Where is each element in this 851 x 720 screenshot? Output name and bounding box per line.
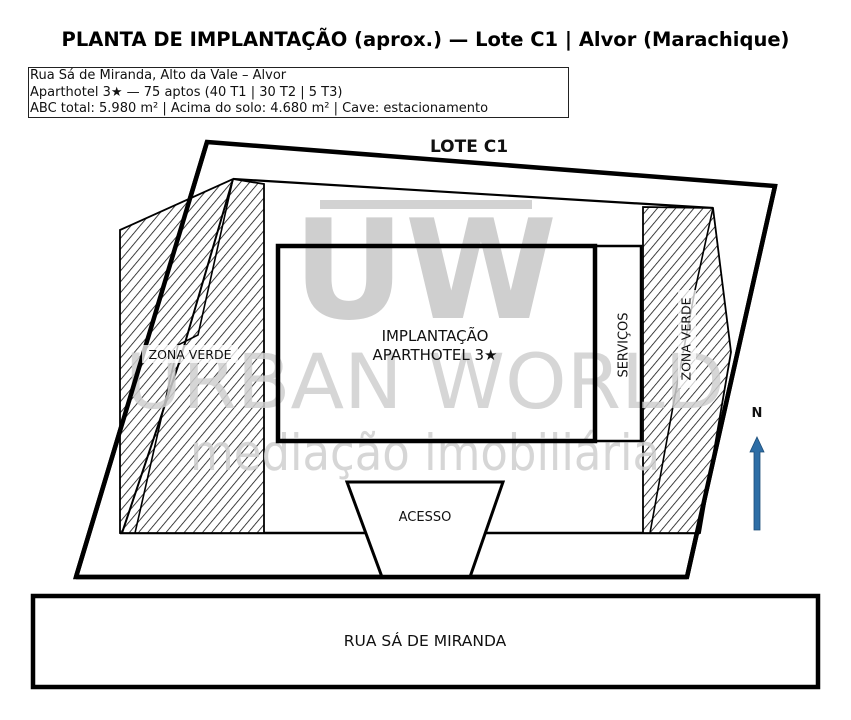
- lot-label: LOTE C1: [430, 137, 508, 157]
- services-block: [593, 244, 643, 443]
- watermark-line2: mediação imobiliária: [190, 424, 660, 482]
- project-info-box: Rua Sá de Miranda, Alto da Vale – Alvor …: [28, 67, 569, 118]
- green-zone-left-label-group: ZONA VERDE: [142, 345, 238, 363]
- services-label: SERVIÇOS: [617, 312, 632, 377]
- watermark-logo-bar: [320, 200, 532, 209]
- access-driveway: [344, 480, 506, 579]
- north-arrow: N: [749, 406, 765, 531]
- access-label: ACESSO: [399, 510, 452, 525]
- plan-title: PLANTA DE IMPLANTAÇÃO (aprox.) — Lote C1…: [61, 28, 790, 51]
- building-label-line1: IMPLANTAÇÃO: [382, 326, 489, 345]
- info-units: Aparthotel 3★ — 75 aptos (40 T1 | 30 T2 …: [30, 84, 343, 100]
- lot-boundary-right-edge: [684, 185, 778, 578]
- green-zone-right-label: ZONA VERDE: [679, 297, 694, 380]
- street-rua-sa-de-miranda: [30, 593, 821, 690]
- street-label: RUA SÁ DE MIRANDA: [344, 631, 507, 650]
- building-label-line2: APARTHOTEL 3★: [373, 346, 498, 364]
- north-arrow-icon: [749, 436, 765, 531]
- lot-boundary-left-edge: [73, 141, 210, 578]
- watermark: UW: [293, 190, 557, 351]
- north-label: N: [752, 406, 763, 421]
- site-outline-top: [232, 177, 714, 210]
- watermark-logo: UW: [293, 190, 557, 351]
- green-zone-right-label-group: ZONA VERDE: [678, 290, 696, 388]
- info-address: Rua Sá de Miranda, Alto da Vale – Alvor: [30, 68, 287, 83]
- green-zone-left-label: ZONA VERDE: [149, 347, 232, 362]
- info-areas: ABC total: 5.980 m² | Acima do solo: 4.6…: [30, 101, 489, 116]
